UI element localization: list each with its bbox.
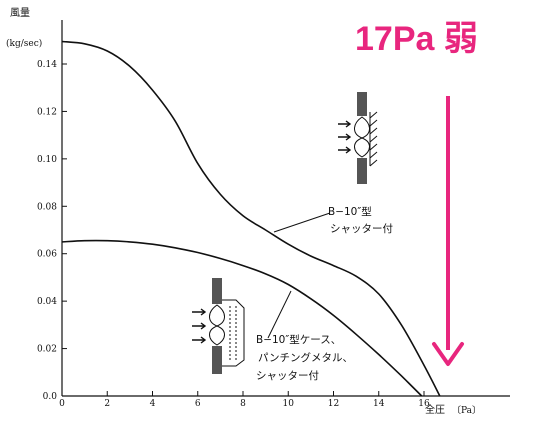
annotation-1-leader bbox=[273, 212, 331, 233]
x-tick-label: 2 bbox=[104, 399, 110, 409]
x-tick-label: 16 bbox=[418, 399, 430, 409]
callout-text: 17Pa 弱 bbox=[355, 20, 478, 58]
annotation-2-line-1: B−10″型ケース、 bbox=[256, 333, 341, 346]
y-tick-label: 0.0 bbox=[43, 392, 58, 402]
x-tick-label: 4 bbox=[150, 399, 156, 409]
y-tick-label: 0.08 bbox=[37, 202, 57, 212]
y-ticks: 0.0 0.02 0.04 0.06 0.08 0.10 0.12 0.14 bbox=[37, 60, 67, 402]
x-tick-label: 0 bbox=[59, 399, 65, 409]
y-tick-label: 0.02 bbox=[37, 345, 57, 355]
x-tick-label: 12 bbox=[328, 399, 339, 409]
y-tick-label: 0.06 bbox=[37, 250, 57, 260]
series-group bbox=[61, 40, 441, 397]
series-line-2 bbox=[61, 239, 423, 397]
y-axis-unit: (kg/sec) bbox=[6, 38, 42, 49]
annotation-1-line-1: B−10″型 bbox=[328, 205, 372, 218]
y-tick-label: 0.10 bbox=[37, 155, 57, 165]
y-axis-label: 風量 bbox=[10, 7, 30, 19]
x-tick-label: 6 bbox=[195, 399, 201, 409]
x-tick-label: 10 bbox=[283, 399, 295, 409]
x-tick-label: 14 bbox=[373, 399, 385, 409]
x-axis-unit: 〔Pa〕 bbox=[452, 405, 481, 416]
fan-shutter-diagram-icon bbox=[338, 92, 378, 184]
annotation-2-line-3: シャッター付 bbox=[256, 369, 319, 382]
annotation-2-line-2: パンチングメタル、 bbox=[258, 351, 353, 364]
x-ticks: 0 2 4 6 8 10 12 14 16 bbox=[59, 391, 430, 409]
annotation-2-leader bbox=[267, 290, 292, 339]
y-tick-label: 0.14 bbox=[37, 60, 57, 70]
y-tick-label: 0.12 bbox=[37, 107, 57, 117]
annotation-1-line-2: シャッター付 bbox=[330, 222, 393, 235]
x-axis-label: 全圧 bbox=[425, 403, 445, 416]
x-tick-label: 8 bbox=[240, 399, 246, 409]
y-tick-label: 0.04 bbox=[37, 297, 57, 307]
fan-case-diagram-icon bbox=[192, 278, 245, 374]
callout-arrow-head-icon bbox=[432, 342, 464, 366]
series-line-1 bbox=[61, 40, 441, 397]
